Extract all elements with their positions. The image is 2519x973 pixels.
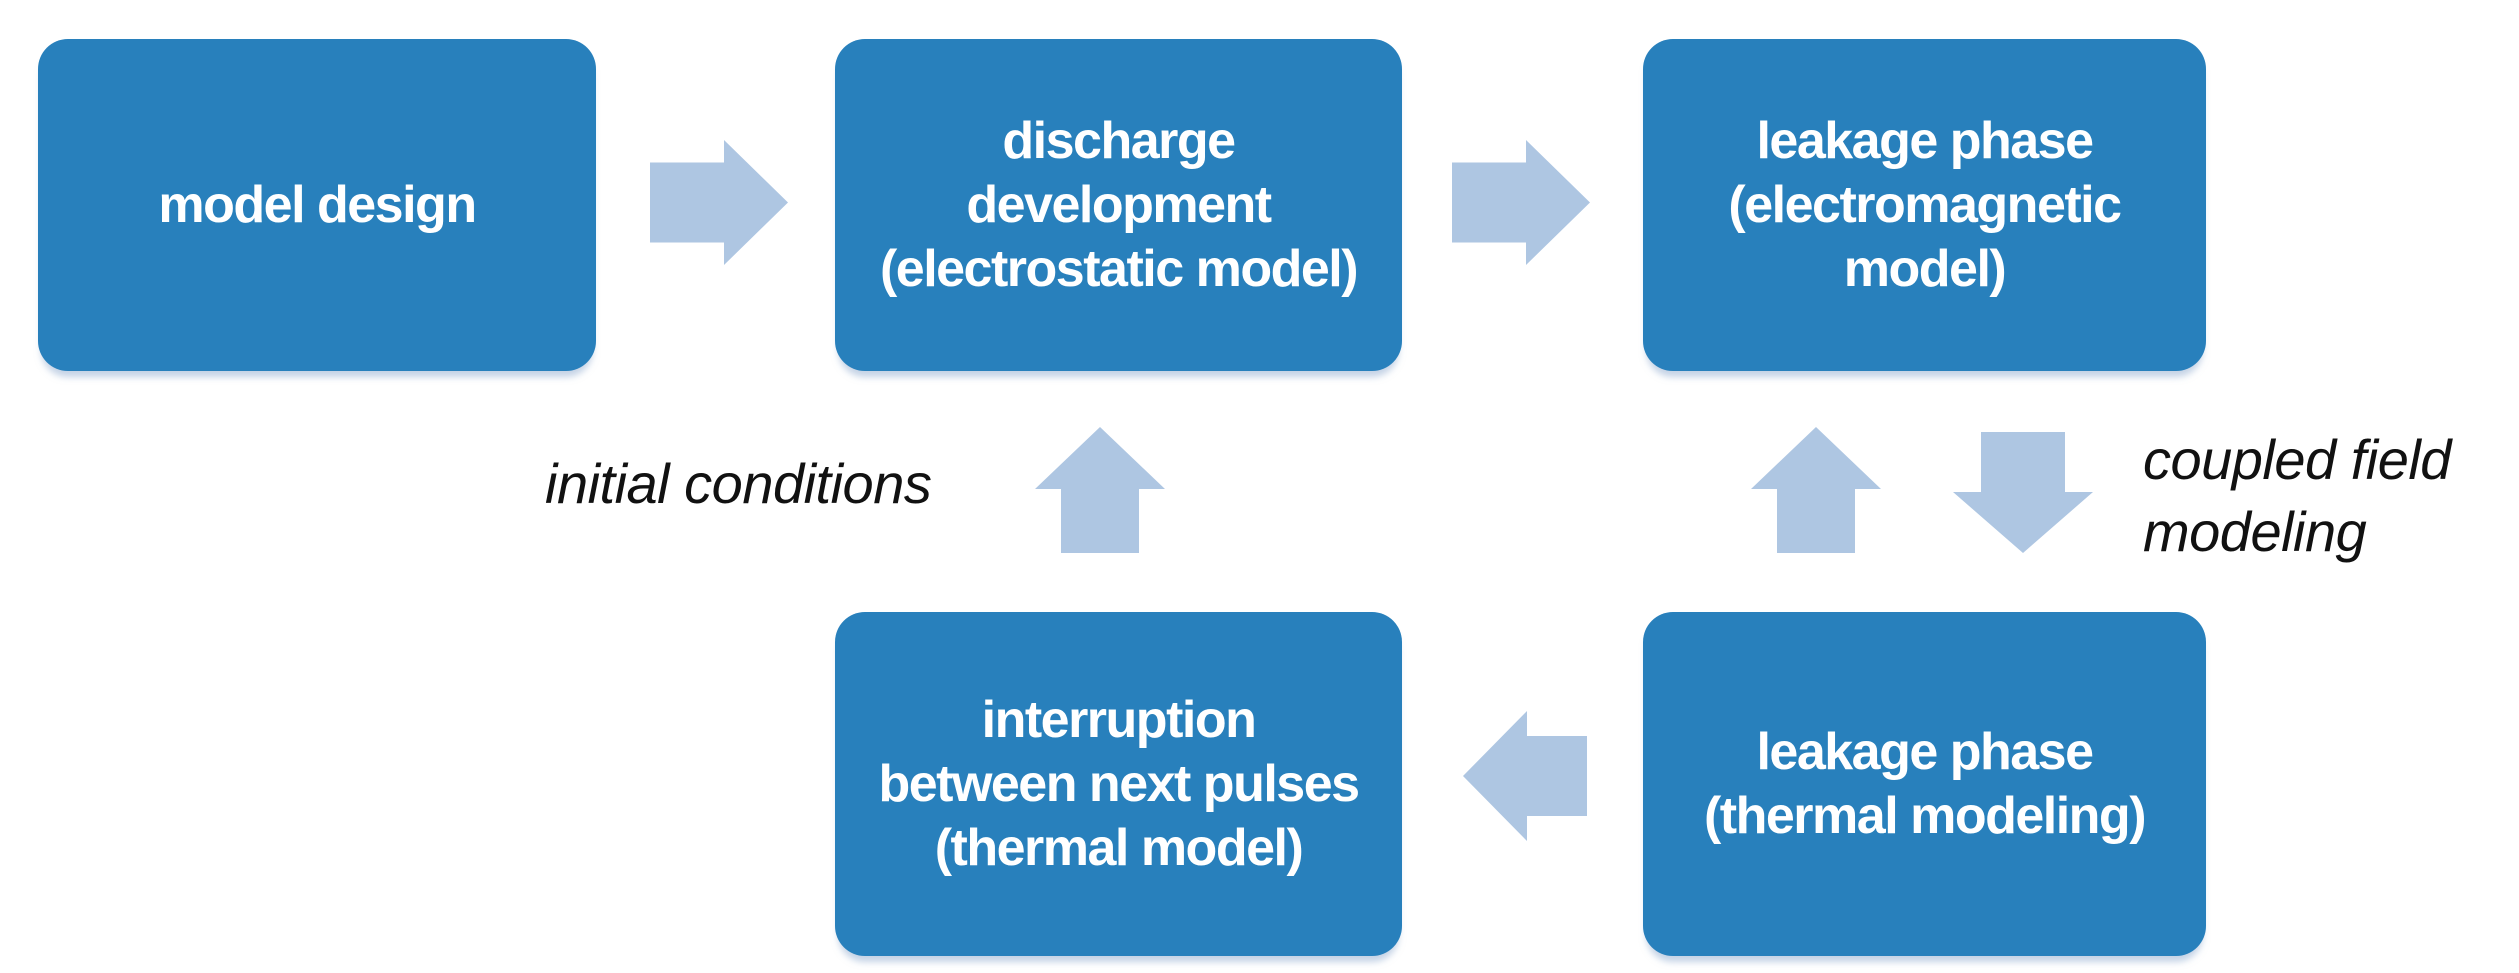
flow-arrow-right-icon bbox=[1452, 140, 1590, 265]
box-line: (thermal model) bbox=[934, 819, 1304, 877]
box-line: between next pulses bbox=[878, 755, 1360, 813]
label-coupled-field-modeling: coupled field modeling bbox=[2143, 424, 2451, 568]
box-text-block: leakage phase (thermal modeling) bbox=[1658, 720, 2191, 848]
box-line: development bbox=[966, 176, 1272, 234]
label-line: modeling bbox=[2143, 500, 2367, 563]
box-line: leakage phase bbox=[1756, 112, 2094, 170]
box-interruption-between-pulses: interruption between next pulses (therma… bbox=[835, 612, 1402, 956]
box-leakage-phase-thermal: leakage phase (thermal modeling) bbox=[1643, 612, 2206, 956]
label-line: coupled field bbox=[2143, 428, 2451, 491]
flow-arrow-left-icon bbox=[1463, 711, 1587, 841]
box-text-block: discharge development (electrostatic mod… bbox=[850, 109, 1387, 301]
box-text-block: interruption between next pulses (therma… bbox=[850, 688, 1387, 880]
flow-arrow-down-icon bbox=[1953, 432, 2093, 553]
box-text-block: leakage phase (electromagnetic model) bbox=[1658, 109, 2191, 301]
box-line: (electrostatic model) bbox=[879, 240, 1359, 298]
flow-arrow-up-icon bbox=[1035, 427, 1165, 553]
flow-arrow-up-icon bbox=[1751, 427, 1881, 553]
box-line: model design bbox=[158, 176, 477, 234]
box-line: interruption bbox=[981, 691, 1257, 749]
box-line: (electromagnetic bbox=[1728, 176, 2122, 234]
box-line: model) bbox=[1843, 240, 2007, 298]
label-initial-conditions: initial conditions bbox=[545, 448, 932, 520]
box-model-design: model design bbox=[38, 39, 596, 371]
label-line: initial conditions bbox=[545, 452, 932, 515]
box-line: (thermal modeling) bbox=[1703, 787, 2147, 845]
flow-arrow-right-icon bbox=[650, 140, 788, 265]
box-discharge-development: discharge development (electrostatic mod… bbox=[835, 39, 1402, 371]
box-text-block: model design bbox=[53, 173, 581, 237]
box-line: discharge bbox=[1002, 112, 1236, 170]
box-line: leakage phase bbox=[1756, 723, 2094, 781]
box-leakage-phase-electromagnetic: leakage phase (electromagnetic model) bbox=[1643, 39, 2206, 371]
